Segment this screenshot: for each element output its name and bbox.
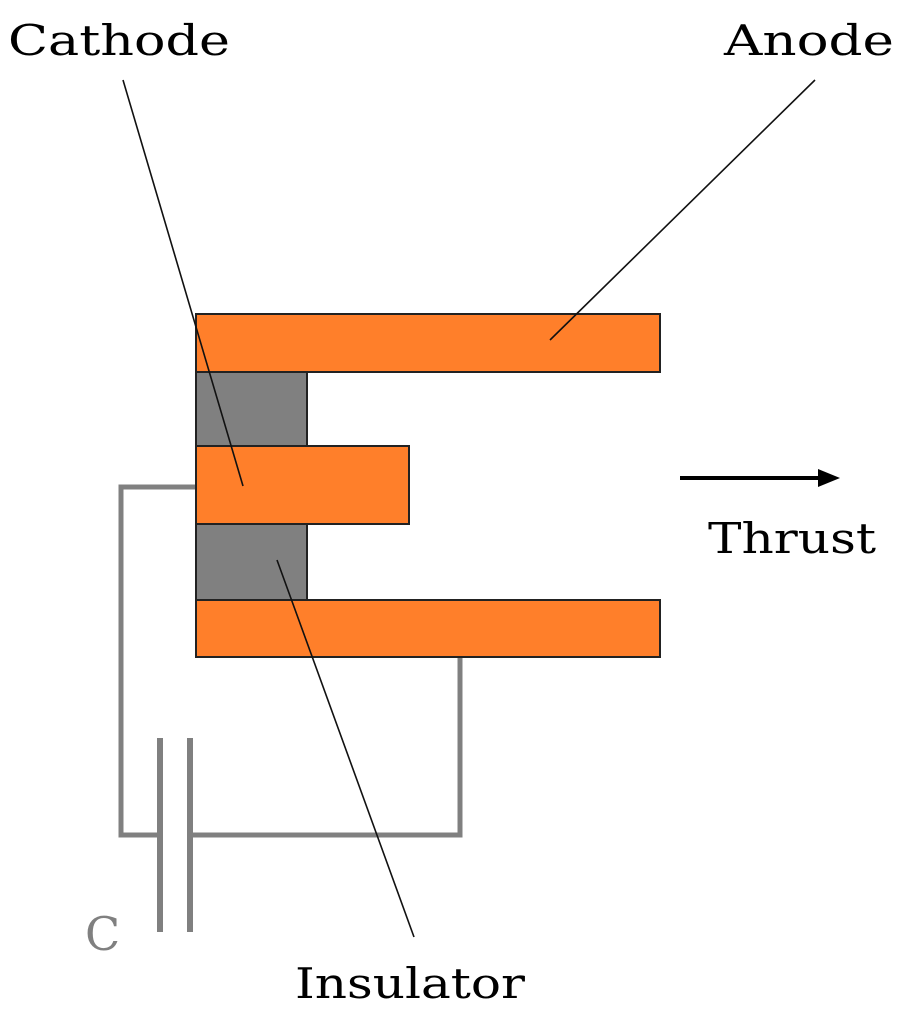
thrust-arrowhead-icon [818, 469, 840, 487]
cathode [195, 445, 410, 525]
anode-upper [195, 313, 661, 373]
anode-wire [190, 657, 463, 838]
capacitor-label: C [85, 907, 120, 961]
insulator-upper [195, 371, 308, 447]
cathode-label: Cathode [8, 16, 230, 65]
cathode-leader-line [122, 79, 244, 487]
anode-lower [195, 599, 661, 658]
thrust-label: Thrust [708, 514, 876, 563]
cathode-wire [118, 484, 196, 838]
insulator-leader-line [276, 559, 415, 938]
anode-leader-line [549, 79, 816, 341]
anode-label: Anode [723, 16, 894, 65]
insulator-lower [195, 523, 308, 601]
insulator-label: Insulator [295, 959, 526, 1008]
